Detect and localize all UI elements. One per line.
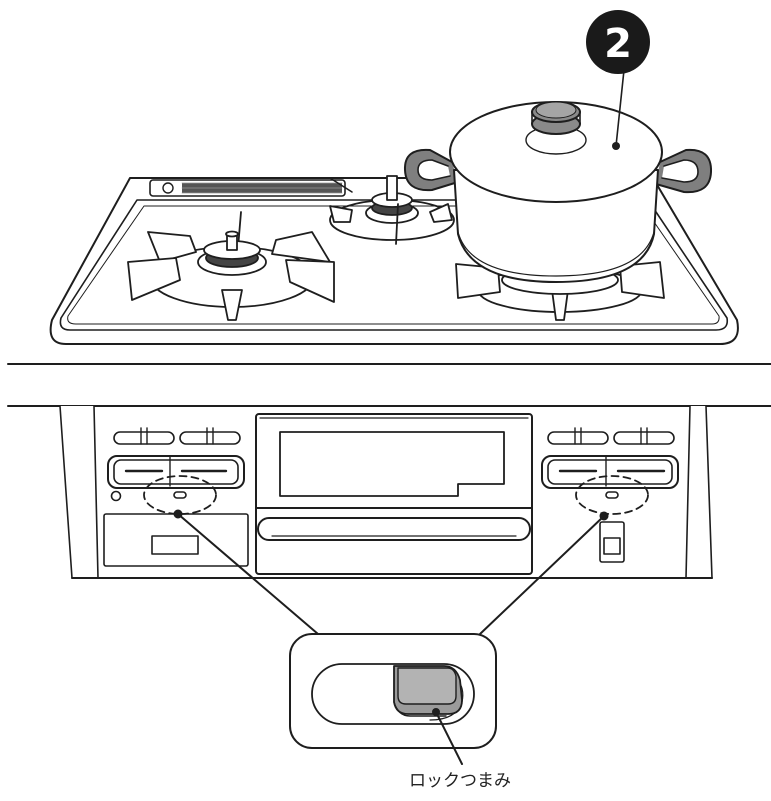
grill-drawer [256,414,532,574]
right-control-panel [542,428,678,562]
lock-knob-label: ロックつまみ [409,771,511,791]
left-control-panel [104,428,248,566]
step-number: 2 [604,21,632,67]
grill-handle [258,518,530,540]
lock-knob-zoom [290,634,496,764]
exhaust-vent [150,180,345,196]
